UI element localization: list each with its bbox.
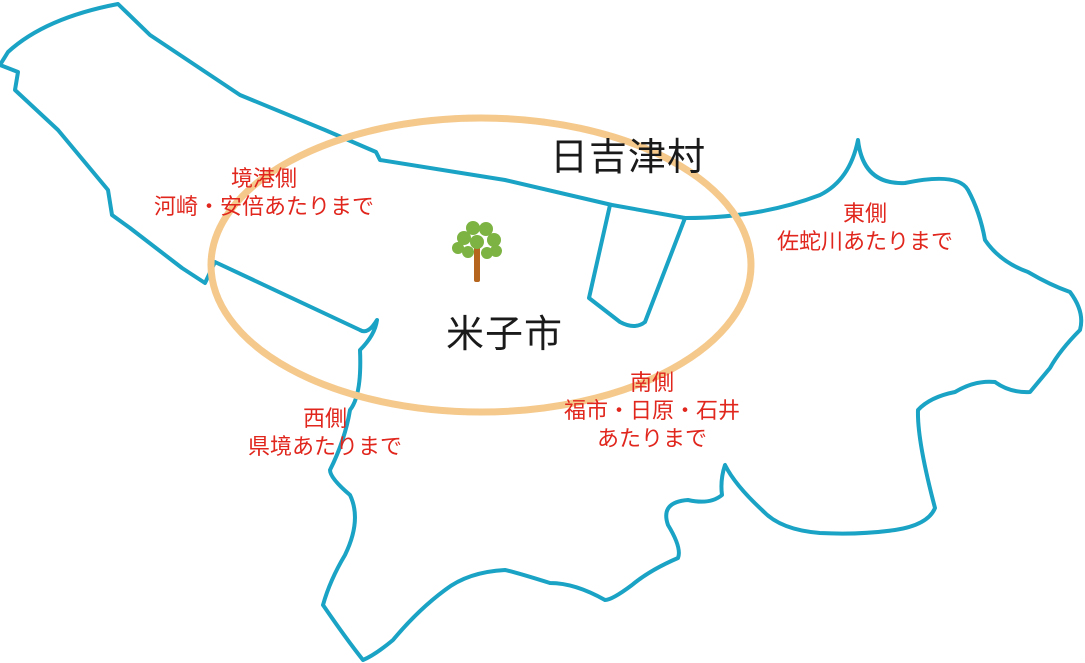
west-side-label: 西側 県境あたりまで [232,406,418,462]
tree-leaf [457,231,471,245]
east-heading: 東側 [842,202,887,227]
yonago-name: 米子市 [446,312,564,356]
south-heading: 南側 [629,371,674,396]
east-extent: 佐蛇川あたりまで [776,230,953,256]
hiezu-name: 日吉津村 [550,135,707,179]
sakaiminato-side-label: 境港側 河崎・安倍あたりまで [133,166,395,222]
tree-leaf [466,221,480,235]
sakaiminato-extent: 河崎・安倍あたりまで [153,195,374,221]
hiezu-label: 日吉津村 [550,133,706,182]
east-side-label: 東側 佐蛇川あたりまで [758,201,972,257]
hiezu-boundary [587,203,687,328]
tree-leaf [470,235,484,249]
sakaiminato-heading: 境港側 [230,167,297,192]
tree-leaf [452,242,464,254]
south-extent: あたりまで [596,427,707,453]
tree-trunk [474,244,480,282]
tree-leaf [487,233,501,247]
west-heading: 西側 [302,407,347,432]
yonago-label: 米子市 [446,310,563,359]
west-extent: 県境あたりまで [247,435,402,461]
south-side-label: 南側 福市・日原・石井 あたりまで [546,370,758,454]
tree-leaf [479,222,493,236]
south-areas: 福市・日原・石井 [563,399,740,425]
tree-leaf [481,247,493,259]
tree-leaf [462,246,474,258]
tree-leaf [490,245,502,257]
service-area-ellipse [207,114,755,416]
tree-icon [452,221,502,282]
